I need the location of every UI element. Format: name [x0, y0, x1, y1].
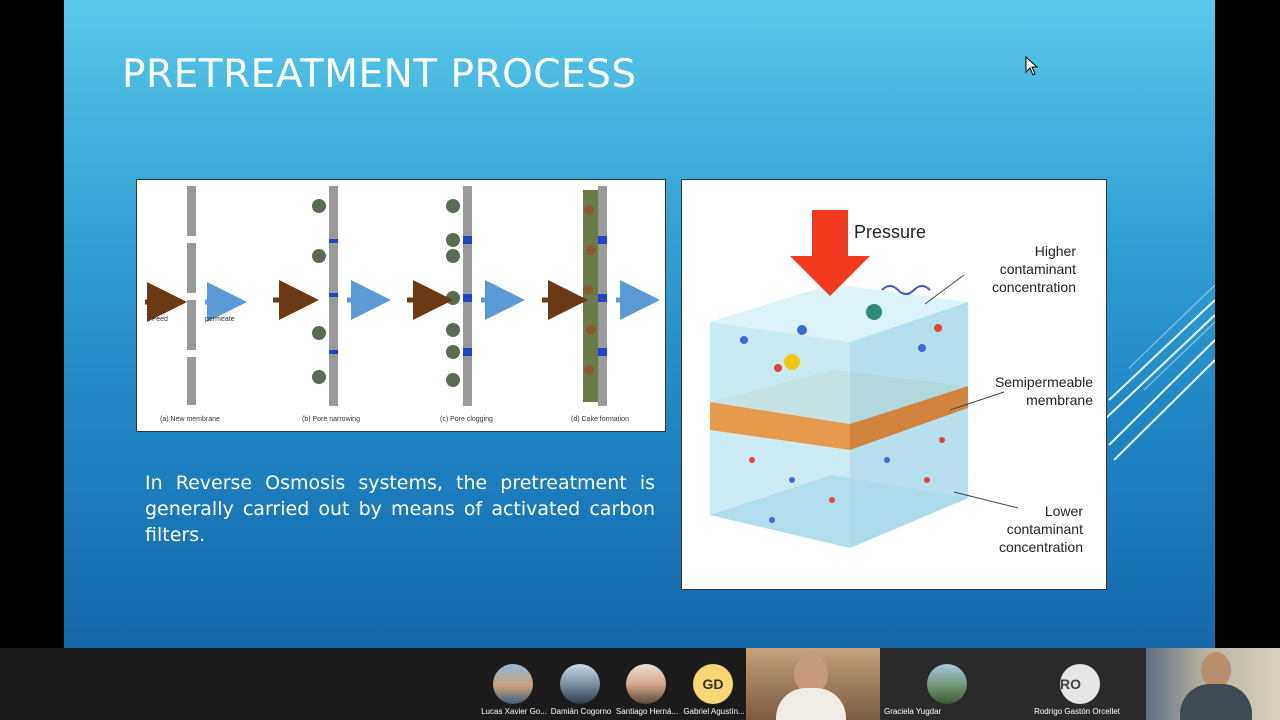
caption-b: (b) Pore narrowing [302, 416, 360, 423]
participant-avatar [493, 664, 533, 704]
slide-title: PRETREATMENT PROCESS [122, 52, 637, 97]
participant-tile[interactable]: Damián Cogorno [547, 648, 615, 720]
participant-initials-avatar: RO [1060, 664, 1100, 704]
lower-line2: contaminant [1007, 521, 1083, 537]
presentation-slide: PRETREATMENT PROCESS Feed pe [64, 0, 1215, 648]
participant-strip: Lucas Xavier Go... Damián Cogorno Santia… [0, 648, 1280, 720]
reverse-osmosis-figure: Pressure Higher contaminant concentratio… [681, 179, 1107, 590]
participant-initials-avatar: GD [693, 664, 733, 704]
lower-line3: concentration [999, 539, 1083, 555]
participant-avatar [927, 664, 967, 704]
video-person-shape [776, 688, 846, 720]
panel-new-membrane [145, 186, 247, 405]
slide-decoration-lines [1103, 284, 1215, 461]
participant-tile[interactable]: Lucas Xavier Go... [480, 648, 548, 720]
semi-line2: membrane [1026, 392, 1093, 408]
participant-video-tile[interactable] [746, 648, 880, 720]
participant-avatar [560, 664, 600, 704]
membrane-fouling-figure: Feed permeate [136, 179, 666, 432]
higher-line1: Higher [1035, 243, 1077, 259]
semi-line1: Semipermeable [995, 374, 1093, 390]
participant-tile[interactable]: GD Gabriel Agustín... [680, 648, 748, 720]
panel-cake-formation [542, 186, 660, 406]
ro-diagram: Pressure Higher contaminant concentratio… [710, 210, 1093, 555]
pressure-label: Pressure [854, 222, 926, 242]
caption-d: (d) Cake formation [571, 416, 629, 423]
permeate-label: permeate [205, 316, 235, 323]
video-person-shape [1201, 652, 1231, 688]
lower-line1: Lower [1045, 503, 1083, 519]
feed-label: Feed [152, 316, 168, 323]
participant-video-tile[interactable] [1146, 648, 1280, 720]
participant-name: Rodrigo Gastón Orcellet [1034, 707, 1120, 716]
panel-pore-narrowing [273, 186, 391, 406]
caption-a: (a) New membrane [160, 416, 220, 423]
participant-name: Graciela Yugdar [884, 707, 942, 716]
fouling-diagram: Feed permeate [145, 186, 660, 423]
higher-line3: concentration [992, 279, 1076, 295]
video-person-shape [1180, 684, 1252, 720]
participant-name: Gabriel Agustín... [683, 707, 745, 716]
higher-line2: contaminant [1000, 261, 1076, 277]
slide-body-text: In Reverse Osmosis systems, the pretreat… [145, 472, 655, 546]
participant-tile[interactable]: RO Rodrigo Gastón Orcellet [1013, 648, 1146, 720]
video-person-shape [794, 654, 828, 694]
participant-tile[interactable]: Santiago Herná... [613, 648, 681, 720]
participant-avatar [626, 664, 666, 704]
mouse-cursor-icon [1025, 56, 1039, 76]
caption-c: (c) Pore clogging [440, 416, 493, 423]
panel-pore-clogging [407, 186, 525, 406]
participant-tile[interactable]: Graciela Yugdar [880, 648, 1013, 720]
